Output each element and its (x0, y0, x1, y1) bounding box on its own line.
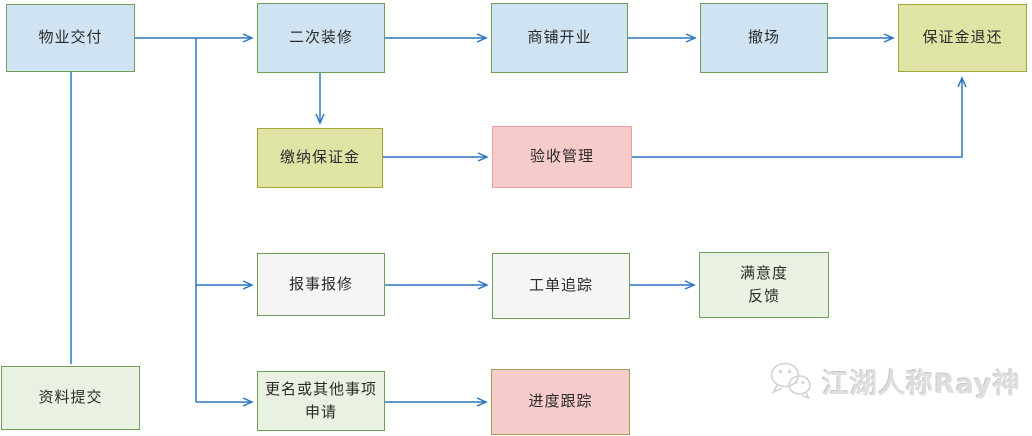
node-shop-opening: 商铺开业 (491, 3, 628, 73)
node-deposit-refund: 保证金退还 (898, 4, 1027, 72)
edge-acceptance-refund (632, 76, 967, 158)
node-secondary-renovation: 二次装修 (257, 3, 385, 73)
node-satisfaction-feedback: 满意度 反馈 (699, 252, 829, 318)
watermark: 江湖人称Ray神 (768, 360, 1021, 402)
node-withdrawal: 撤场 (700, 3, 828, 73)
node-work-order-tracking: 工单追踪 (492, 253, 630, 319)
wechat-icon (770, 362, 811, 400)
node-property-handover: 物业交付 (6, 4, 135, 72)
node-repair-report: 报事报修 (257, 253, 385, 316)
node-rename-or-other-application: 更名或其他事项 申请 (257, 371, 385, 431)
node-document-submission: 资料提交 (1, 366, 140, 430)
node-acceptance-management: 验收管理 (492, 126, 632, 188)
node-pay-deposit: 缴纳保证金 (257, 128, 383, 188)
watermark-text: 江湖人称Ray神 (822, 368, 1021, 400)
node-progress-tracking: 进度跟踪 (491, 369, 630, 435)
